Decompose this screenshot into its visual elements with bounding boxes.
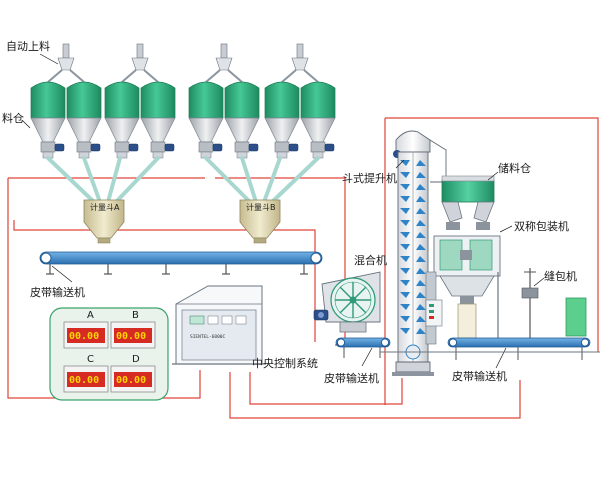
- sewing-machine-label: 缝包机: [544, 269, 577, 283]
- silo: [66, 81, 102, 159]
- silo-leader: [21, 119, 31, 129]
- weigh-hopper-a: 计量斗A: [83, 199, 125, 244]
- elevator-bucket: [400, 172, 410, 178]
- display-c: C 00.00: [63, 354, 109, 393]
- auto-feed-hopper: [281, 43, 319, 83]
- elevator-bucket: [416, 208, 426, 214]
- control-system-label: 中央控制系统: [252, 356, 318, 370]
- elevator-bucket: [400, 232, 410, 238]
- elevator-bucket: [400, 196, 410, 202]
- elevator-bucket: [416, 232, 426, 238]
- auto-feed-leader: [39, 53, 59, 65]
- display-a-letter: A: [87, 310, 94, 321]
- control-wiring: [7, 117, 599, 419]
- belt-conveyor-middle: 皮带输送机: [324, 337, 391, 385]
- auto-feed-hopper: [121, 43, 159, 83]
- elevator-bucket: [416, 256, 426, 262]
- central-control-house: SIENTEL-6000C 中央控制系统: [172, 285, 318, 370]
- bucket-elevator-label: 斗式提升机: [342, 171, 397, 185]
- display-b-value: 00.00: [116, 331, 146, 342]
- elevator-bucket: [400, 208, 410, 214]
- display-b: B 00.00: [110, 310, 156, 349]
- elevator-bucket: [416, 328, 426, 334]
- silo: [30, 81, 66, 159]
- feed-pipes: [46, 156, 320, 204]
- silo-group: [30, 43, 336, 159]
- silo: [300, 81, 336, 159]
- storage-bin-label: 储料仓: [498, 161, 531, 175]
- elevator-bucket: [416, 172, 426, 178]
- display-b-letter: B: [132, 310, 139, 321]
- silo-label: 料仓: [2, 111, 24, 125]
- dual-scale-packer: 双称包装机: [425, 219, 569, 345]
- mixer: 混合机: [313, 253, 387, 333]
- display-c-letter: C: [87, 354, 94, 365]
- display-d: D 00.00: [110, 354, 156, 393]
- belt-left-label: 皮带输送机: [30, 285, 85, 299]
- elevator-bucket: [416, 280, 426, 286]
- display-c-value: 00.00: [69, 375, 99, 386]
- elevator-bucket: [400, 244, 410, 250]
- bucket-elevator: 斗式提升机: [342, 130, 447, 376]
- elevator-bucket: [416, 196, 426, 202]
- elevator-bucket: [400, 316, 410, 322]
- silo: [224, 81, 260, 159]
- mixer-label: 混合机: [354, 253, 387, 267]
- elevator-bucket: [416, 220, 426, 226]
- silo: [140, 81, 176, 159]
- elevator-bucket: [400, 184, 410, 190]
- scale-b-label: 计量斗B: [246, 202, 276, 212]
- elevator-bucket: [400, 220, 410, 226]
- dual-packer-label: 双称包装机: [514, 219, 569, 233]
- elevator-bucket: [400, 328, 410, 334]
- belt-conveyor-left: 皮带输送机: [30, 251, 323, 299]
- display-d-value: 00.00: [116, 375, 146, 386]
- weigh-hopper-b: 计量斗B: [239, 199, 281, 244]
- elevator-bucket: [416, 316, 426, 322]
- elevator-bucket: [416, 244, 426, 250]
- belt-right-label: 皮带输送机: [452, 369, 507, 383]
- silo: [188, 81, 224, 159]
- weight-display-panel: A 00.00 B 00.00 C 00.00 D 00.00: [49, 307, 169, 401]
- elevator-bucket: [400, 256, 410, 262]
- elevator-bucket: [400, 280, 410, 286]
- elevator-bucket: [416, 292, 426, 298]
- elevator-bucket: [416, 304, 426, 310]
- elevator-bucket: [400, 304, 410, 310]
- silo: [104, 81, 140, 159]
- elevator-bucket: [416, 160, 426, 166]
- elevator-bucket: [416, 268, 426, 274]
- elevator-bucket: [416, 184, 426, 190]
- scale-a-label: 计量斗A: [90, 202, 120, 212]
- display-a-value: 00.00: [69, 331, 99, 342]
- silo: [264, 81, 300, 159]
- storage-bin: 储料仓: [441, 161, 531, 230]
- elevator-bucket: [400, 268, 410, 274]
- display-d-letter: D: [132, 354, 140, 365]
- sewing-machine: 缝包机: [521, 268, 587, 340]
- elevator-bucket: [400, 292, 410, 298]
- auto-feed-hopper: [205, 43, 243, 83]
- belt-conveyor-right: 皮带输送机: [447, 337, 591, 383]
- belt-mid-label: 皮带输送机: [324, 371, 379, 385]
- controller-tag: SIENTEL-6000C: [190, 334, 226, 340]
- auto-feed-label: 自动上料: [6, 39, 50, 53]
- auto-feed-hopper: [47, 43, 85, 83]
- display-a: A 00.00: [63, 310, 109, 349]
- belt-left-legs: [46, 264, 308, 275]
